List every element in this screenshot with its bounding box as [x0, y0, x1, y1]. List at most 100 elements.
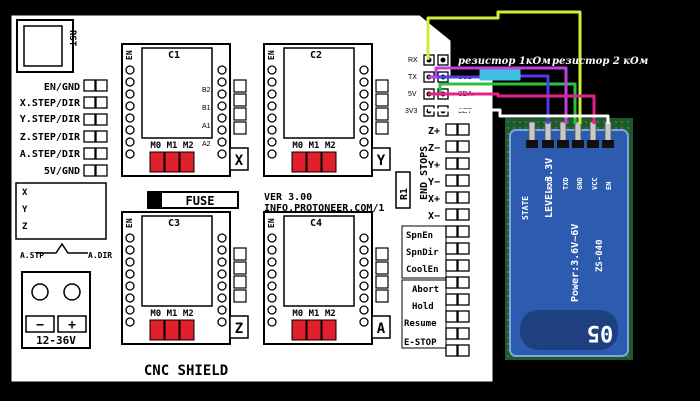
end-stops-label: END STOPS	[419, 146, 430, 200]
header-pin	[457, 293, 470, 306]
bt-pin	[589, 121, 597, 143]
driver-x: C1 EN M0 M1 M2 X	[121, 43, 249, 177]
endstop-labels: Z+ Z− Y+ Y− X+ X−	[428, 126, 440, 222]
header-pin	[83, 147, 96, 160]
header-pin	[457, 157, 470, 170]
left-header-pins	[83, 79, 108, 177]
header-pin	[445, 344, 458, 357]
wire-5v-magenta	[428, 92, 596, 124]
header-pin	[95, 79, 108, 92]
header-pin	[95, 130, 108, 143]
header-pin	[445, 259, 458, 272]
coil-pin-label: A2	[202, 141, 211, 148]
left-label: Y.STEP/DIR	[20, 114, 81, 125]
en-label: EN	[267, 218, 276, 228]
header-pin	[457, 242, 470, 255]
header-pin	[457, 259, 470, 272]
svg-text:Y−: Y−	[428, 177, 440, 188]
resistor-2k-label: резистор 2 кОм	[552, 56, 648, 67]
plus-label: +	[68, 318, 76, 333]
svg-text:Y+: Y+	[428, 160, 440, 171]
header-pin	[457, 344, 470, 357]
cap-label: C3	[168, 218, 180, 229]
axis-jumper-block: X Y Z A.STP A.DIR	[15, 182, 112, 260]
reset-button: RST	[16, 19, 77, 73]
fuse: FUSE	[147, 191, 239, 209]
axis-label: Z	[235, 321, 243, 337]
header-pin	[83, 130, 96, 143]
bt-sticker: 05	[587, 320, 614, 345]
svg-text:SpnDir: SpnDir	[406, 247, 439, 258]
header-pin	[445, 276, 458, 289]
driver-a: C4 EN M0 M1 M2 A	[263, 211, 391, 345]
r1-resistor: R1	[395, 171, 411, 209]
svg-text:TX: TX	[408, 74, 417, 81]
svg-text:CoolEn: CoolEn	[406, 265, 439, 275]
header-pin	[445, 293, 458, 306]
header-pin	[445, 225, 458, 238]
bt-pin-base	[542, 140, 554, 148]
microstep-label: M0 M1 M2	[150, 309, 193, 319]
svg-text:RX: RX	[408, 57, 418, 64]
header-pin	[83, 79, 96, 92]
minus-label: −	[36, 318, 44, 333]
url-label: INFO.PROTONEER.COM/1	[264, 203, 384, 214]
header-pin	[95, 147, 108, 160]
header-pin	[83, 164, 96, 177]
svg-text:GND: GND	[458, 57, 474, 64]
bt-pin-base	[526, 140, 538, 148]
header-pin	[95, 113, 108, 126]
cap-label: C4	[310, 218, 322, 229]
bt-pin-en: EN	[605, 182, 613, 190]
astp-label: A.STP	[20, 251, 44, 260]
svg-text:Hold: Hold	[412, 302, 434, 312]
fuse-label: FUSE	[186, 194, 215, 208]
header-pin	[457, 208, 470, 221]
adir-label: A.DIR	[88, 251, 112, 260]
svg-text:SpnEn: SpnEn	[406, 231, 433, 241]
microstep-label: M0 M1 M2	[150, 141, 193, 151]
cap-label: C1	[168, 50, 180, 61]
header-pin	[457, 174, 470, 187]
spindle-labels: SpnEn SpnDir CoolEn	[401, 225, 447, 279]
microstep-label: M0 M1 M2	[292, 309, 335, 319]
svg-text:X+: X+	[428, 194, 440, 205]
r1-label: R1	[399, 188, 410, 200]
bt-pin	[559, 121, 567, 143]
axis-label: X	[235, 153, 244, 169]
left-label: 5V/GND	[44, 166, 80, 177]
svg-text:Z+: Z+	[428, 126, 440, 137]
voltage-label: 12-36V	[36, 334, 76, 347]
axis-small-label: X	[22, 188, 28, 198]
axis-small-label: Z	[22, 222, 28, 232]
board-title: CNC SHIELD	[144, 363, 228, 379]
bt-pin-txd: TXD	[562, 177, 570, 190]
header-pin	[445, 140, 458, 153]
left-label: Z.STEP/DIR	[20, 132, 81, 143]
left-label: A.STEP/DIR	[20, 149, 81, 160]
left-label: X.STEP/DIR	[20, 98, 81, 109]
bt-model: ZS-040	[595, 239, 605, 272]
axis-label: A	[377, 321, 386, 337]
svg-text:E-STOP: E-STOP	[404, 338, 437, 348]
bt-pin-base	[572, 140, 584, 148]
bt-power: Power:3.6V~6V	[570, 224, 581, 302]
bt-pin-gnd: GND	[576, 177, 584, 190]
serial-pin	[437, 54, 449, 66]
axis-label: Y	[377, 153, 386, 169]
bt-pin	[544, 121, 552, 143]
header-pin	[83, 113, 96, 126]
svg-text:3V3: 3V3	[405, 108, 418, 115]
header-pin	[83, 96, 96, 109]
header-pin	[445, 157, 458, 170]
wire-rx-purple	[428, 66, 568, 124]
header-pin	[457, 191, 470, 204]
left-label: EN/GND	[44, 82, 80, 93]
en-label: EN	[125, 50, 134, 60]
header-pin	[445, 310, 458, 323]
reset-label: RST	[67, 30, 77, 47]
svg-text:X−: X−	[428, 211, 440, 222]
svg-text:5V: 5V	[408, 91, 417, 98]
resistor-1k-label: резистор 1кОм	[458, 56, 551, 67]
